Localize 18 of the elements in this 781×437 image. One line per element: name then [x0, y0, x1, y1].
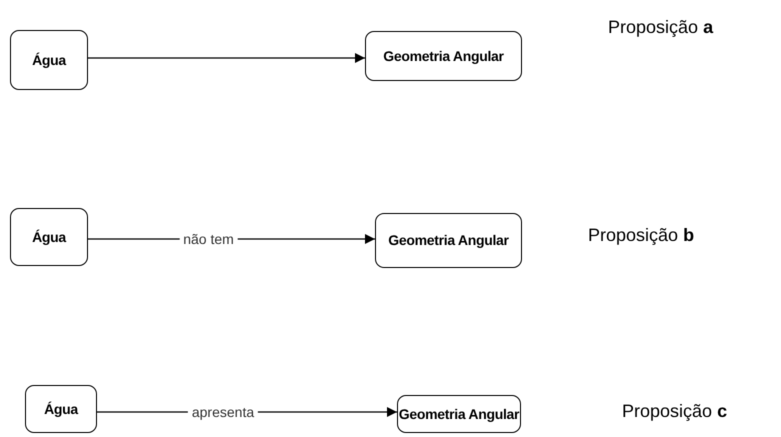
concept-box [365, 31, 522, 81]
edge-label: não tem [179, 232, 238, 246]
proposition-label: Proposição a [608, 16, 714, 39]
concept-text: Geometria Angular [398, 404, 520, 424]
concept-text: Geometria Angular [383, 46, 504, 66]
arrow [88, 53, 365, 63]
concept-box [397, 395, 521, 433]
concept-box [10, 208, 88, 266]
concept-text: Geometria Angular [388, 231, 509, 250]
concept-box [25, 385, 97, 433]
proposition-label: Proposição b [588, 224, 694, 247]
concept-box [375, 213, 522, 268]
proposition-label: Proposição c [622, 400, 728, 423]
concept-box [10, 30, 88, 90]
concept-text: Água [44, 400, 78, 419]
edge-label: apresenta [188, 405, 258, 419]
concept-text: Água [32, 228, 66, 247]
concept-text: Água [32, 50, 66, 70]
